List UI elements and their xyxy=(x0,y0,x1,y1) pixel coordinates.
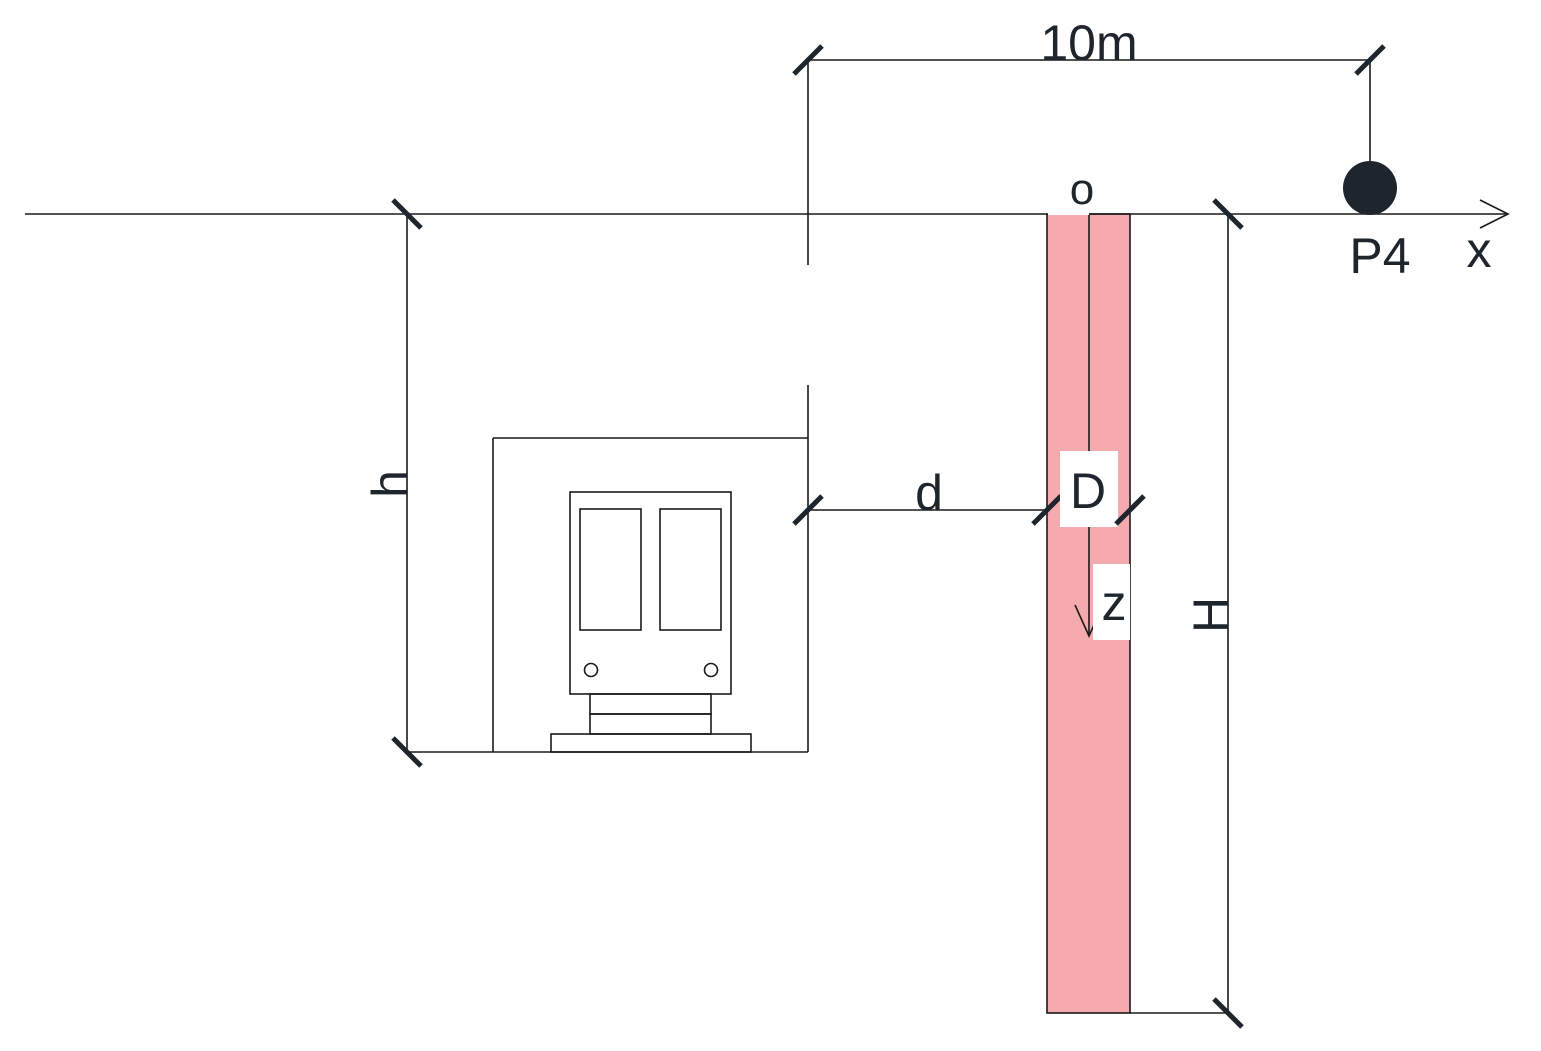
train xyxy=(550,491,752,753)
dimension-h xyxy=(391,198,423,768)
tick-h-bottom xyxy=(391,736,423,768)
wall-top-gap xyxy=(1048,196,1089,215)
label-10m: 10m xyxy=(1040,15,1137,71)
label-origin: o xyxy=(1070,165,1094,214)
tick-D-right xyxy=(1114,494,1146,526)
label-z-background xyxy=(1093,564,1130,640)
dimension-D xyxy=(1060,451,1146,640)
train-chassis xyxy=(589,713,712,735)
label-z: z xyxy=(1102,575,1127,631)
train-bogie xyxy=(589,693,712,715)
tick-10m-right xyxy=(1354,44,1386,76)
tick-h-top xyxy=(391,198,423,230)
label-P4: P4 xyxy=(1349,228,1410,284)
train-window-right xyxy=(659,508,722,631)
train-headlight-right xyxy=(703,662,719,678)
train-headlight-left xyxy=(583,662,599,678)
extension-line-gap xyxy=(804,265,813,385)
tick-10m-left xyxy=(792,44,824,76)
tick-H-top xyxy=(1212,198,1244,230)
point-P4-marker xyxy=(1343,161,1397,215)
tick-d-right xyxy=(1031,494,1063,526)
tick-H-bottom xyxy=(1212,997,1244,1029)
label-h: h xyxy=(362,470,418,498)
label-D: D xyxy=(1070,463,1106,519)
label-D-background xyxy=(1060,451,1118,527)
x-axis-arrowhead xyxy=(1479,199,1510,229)
dimension-10m xyxy=(792,44,1386,214)
tunnel xyxy=(407,214,813,753)
train-rail-base xyxy=(550,733,752,753)
dimension-d xyxy=(792,494,1063,526)
label-x-axis: x xyxy=(1467,222,1492,278)
dimension-H xyxy=(1130,198,1244,1029)
label-H: H xyxy=(1183,597,1239,633)
ground-surface-axis xyxy=(25,199,1510,229)
tick-d-left xyxy=(792,494,824,526)
label-d: d xyxy=(915,465,943,521)
train-window-left xyxy=(579,508,642,631)
